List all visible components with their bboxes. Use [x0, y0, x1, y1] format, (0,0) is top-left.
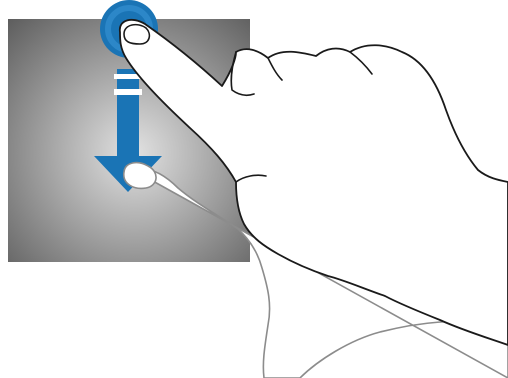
arrow-dash-2 [117, 79, 139, 89]
arrow-gap-2 [114, 89, 142, 95]
upper-fingernail [124, 25, 149, 44]
